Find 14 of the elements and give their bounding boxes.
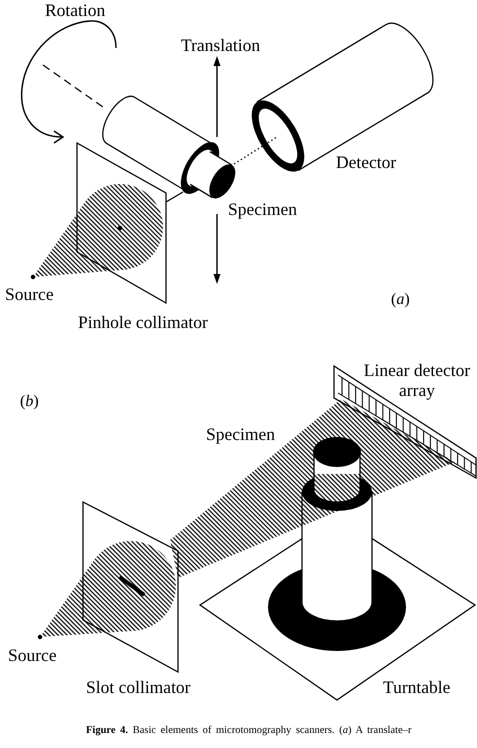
part-label: Slot collimator xyxy=(86,677,191,697)
part-label: Pinhole collimator xyxy=(78,312,208,332)
panel-label: (a) xyxy=(391,290,410,310)
part-label: Specimen xyxy=(206,424,276,444)
part-label: Specimen xyxy=(228,199,298,219)
part-label: Translation xyxy=(181,35,260,55)
part-label: Turntable xyxy=(383,677,450,697)
part-label: Source xyxy=(5,284,54,304)
part-label: Linear detector array xyxy=(362,360,472,400)
part-label: Source xyxy=(8,645,57,665)
part-label: Rotation xyxy=(45,0,106,20)
panel-label: (b) xyxy=(20,392,39,412)
figure-caption: Figure 4. Basic elements of microtomography scanners. (a) A translate–r xyxy=(86,724,412,738)
part-label: Detector xyxy=(336,152,396,172)
